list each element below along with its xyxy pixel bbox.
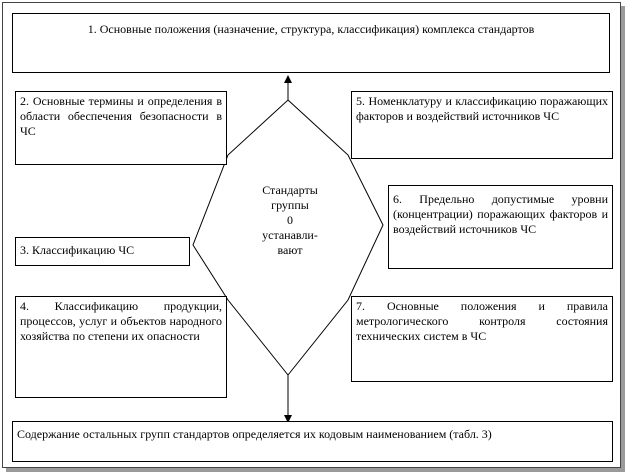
box-6: 6. Предельно допустимые уровни (концентр… [388,185,613,269]
box-2-text: 2. Основные термины и определения в обла… [20,94,222,138]
box-2: 2. Основные термины и определения в обла… [15,91,227,165]
box-5-text: 5. Номенклатуру и классификацию поражающ… [356,94,608,123]
box-4: 4. Классификацию продукции, процессов, у… [15,296,227,398]
figure-frame [2,2,621,468]
box-3: 3. Классификацию ЧС [15,237,190,266]
box-8-text: Содержание остальных групп стандартов оп… [17,427,492,441]
box-4-text: 4. Классификацию продукции, процессов, у… [20,299,222,343]
frame-shadow-right [621,6,625,472]
center-line-4: устанавли- [262,228,318,242]
box-7-text: 7. Основные положения и правила метролог… [356,299,608,343]
box-5: 5. Номенклатуру и классификацию поражающ… [351,91,613,159]
box-1-text: 1. Основные положения (назначение, струк… [87,22,535,36]
center-label: Стандарты группы 0 устанавли- вают [248,183,332,258]
box-7: 7. Основные положения и правила метролог… [351,296,613,382]
box-8: Содержание остальных групп стандартов оп… [12,421,613,462]
center-line-3: 0 [287,213,293,227]
frame-shadow-bottom [6,468,625,472]
box-3-text: 3. Классификацию ЧС [20,243,135,257]
center-line-1: Стандарты [262,183,318,197]
center-line-2: группы [271,198,309,212]
center-line-5: вают [277,243,303,257]
box-6-text: 6. Предельно допустимые уровни (концентр… [393,192,608,236]
box-1: 1. Основные положения (назначение, струк… [12,13,610,73]
